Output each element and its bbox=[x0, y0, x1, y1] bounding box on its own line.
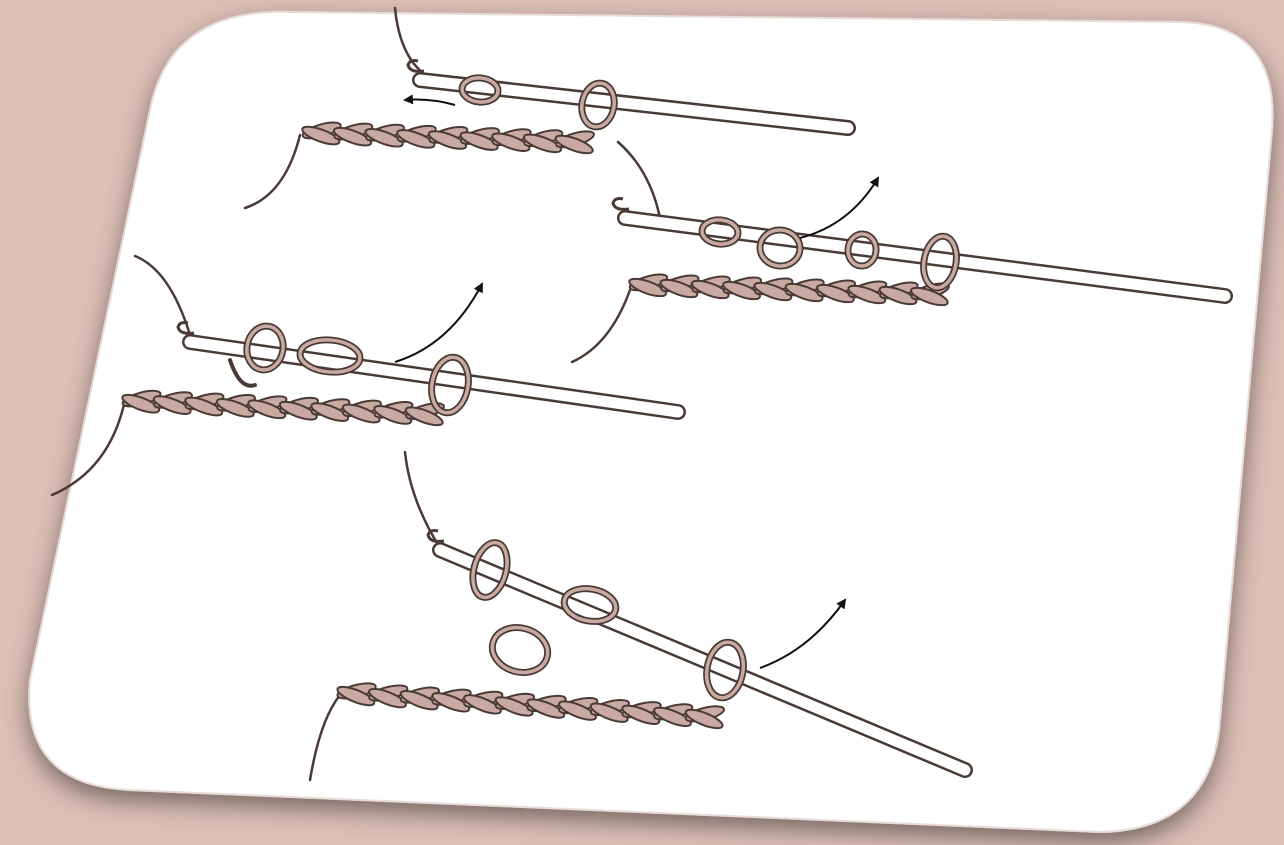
crochet-illustration bbox=[0, 0, 1284, 845]
illustration-stage bbox=[0, 0, 1284, 845]
